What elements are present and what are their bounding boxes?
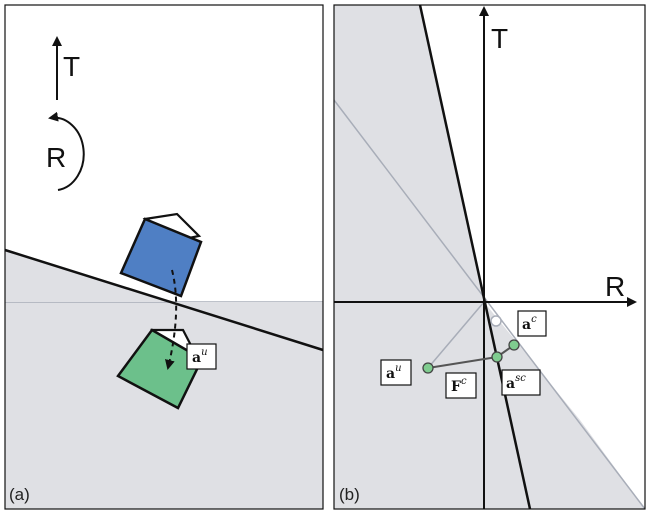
rotation-arc-icon [48, 111, 85, 191]
panel-a-label: (a) [9, 485, 30, 504]
tag-box [517, 310, 547, 337]
tag-box [501, 369, 541, 396]
tag-sup: c [531, 314, 537, 325]
tag-sup: u [395, 363, 401, 374]
translation-label: T [63, 51, 80, 82]
tag-box [445, 372, 477, 399]
point-a-sc [491, 351, 503, 363]
svg-text:au: au [386, 363, 402, 382]
vector-tag-a-c: ac [517, 310, 547, 337]
tag-base: a [522, 317, 531, 333]
tag-sup: u [201, 347, 207, 358]
translation-axis-label: T [491, 23, 508, 54]
tag-sup: sc [515, 373, 526, 384]
resolved-block-face [116, 328, 204, 410]
tag-base: a [386, 366, 395, 382]
panel-b-frame [333, 4, 646, 510]
point-a-c [508, 339, 520, 351]
tag-base: a [192, 350, 201, 366]
free-block-face [119, 217, 203, 298]
vector-tag-f-c: Fc [445, 372, 477, 399]
tag-sup: c [461, 376, 467, 387]
vector-tag-a-u-panel-a: au [186, 343, 217, 370]
resolved-block [116, 328, 204, 410]
vector-tag-a-u-panel-b: au [380, 359, 412, 386]
constraint-line-b [418, 4, 532, 510]
point-origin-projection [490, 315, 502, 327]
panel-b: T R ac au Fc asc (b) [333, 4, 646, 510]
tag-box [380, 359, 412, 386]
panel-b-label: (b) [339, 485, 360, 504]
rotation-label: R [46, 142, 66, 173]
svg-text:ac: ac [522, 314, 537, 333]
constraint-line [4, 248, 324, 352]
segment-a-u-to-a-sc [427, 356, 498, 369]
point-a-u [422, 362, 434, 374]
tag-base: a [506, 376, 515, 392]
guide-line-to-a-u [427, 301, 485, 369]
svg-text:au: au [192, 347, 208, 366]
guide-line-diagonal [333, 99, 646, 510]
svg-text:asc: asc [506, 373, 526, 392]
vector-tag-a-sc: asc [501, 369, 541, 396]
rotation-axis-label: R [605, 271, 625, 302]
free-block [119, 212, 203, 298]
tag-base: F [451, 379, 461, 395]
panel-a: T R au (a) [4, 5, 324, 509]
tag-box [186, 343, 217, 370]
svg-text:Fc: Fc [451, 376, 467, 395]
panel-a-frame [4, 4, 324, 510]
